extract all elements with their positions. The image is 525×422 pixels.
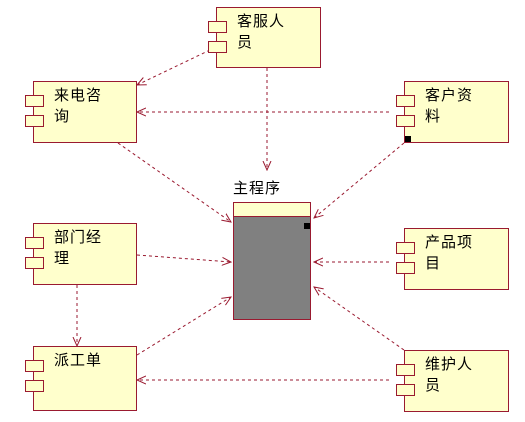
component-tab: [25, 257, 44, 269]
main-program-body[interactable]: [233, 216, 311, 320]
component-tab: [208, 41, 227, 53]
component-tab: [396, 384, 415, 396]
main-program-header[interactable]: [233, 202, 311, 217]
component-customer-data[interactable]: 客户资 料: [396, 81, 509, 143]
selection-marker: [304, 223, 310, 229]
component-product-items[interactable]: 产品项 目: [396, 228, 509, 290]
component-customer-service[interactable]: 客服人 员: [208, 7, 321, 68]
component-dispatch-order[interactable]: 派工单: [25, 346, 137, 411]
main-program-title: 主程序: [233, 179, 282, 197]
component-label: 部门经 理: [54, 228, 103, 267]
component-tab: [25, 380, 44, 392]
component-dept-manager[interactable]: 部门经 理: [25, 223, 137, 285]
component-tab: [208, 21, 227, 33]
component-tab: [25, 115, 44, 127]
component-phone-inquiry[interactable]: 来电咨 询: [25, 81, 137, 143]
component-tab: [25, 95, 44, 107]
component-tab: [396, 95, 415, 107]
link-maintenance-to-main: [314, 287, 405, 351]
component-tab: [396, 364, 415, 376]
component-label: 来电咨 询: [54, 86, 103, 125]
component-label: 维护人 员: [425, 355, 474, 394]
component-tab: [396, 262, 415, 274]
component-label: 客户资 料: [425, 86, 474, 125]
component-label: 客服人 员: [237, 12, 286, 51]
component-maintenance-staff[interactable]: 维护人 员: [396, 350, 509, 412]
link-customer-data-to-main: [314, 142, 405, 218]
link-customer-service-to-phone-inquiry: [137, 49, 211, 85]
selection-marker: [405, 136, 411, 142]
component-tab: [25, 237, 44, 249]
component-tab: [396, 115, 415, 127]
component-label: 产品项 目: [425, 233, 474, 272]
link-phone-inquiry-to-main: [117, 142, 231, 222]
component-label: 派工单: [54, 351, 103, 369]
component-tab: [25, 360, 44, 372]
component-tab: [396, 242, 415, 254]
link-dispatch-to-main: [136, 297, 231, 356]
link-dept-manager-to-main: [136, 254, 231, 262]
